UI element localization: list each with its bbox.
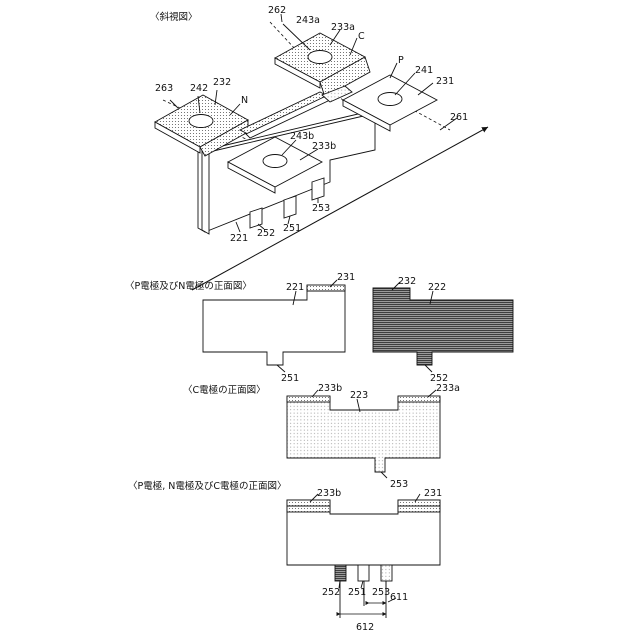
label-c: C xyxy=(358,31,365,42)
label-222-front: 222 xyxy=(428,282,446,293)
label-262: 262 xyxy=(268,5,286,16)
label-233b: 233b xyxy=(312,141,336,152)
label-233a-c: 233a xyxy=(436,383,460,394)
label-232-front: 232 xyxy=(398,276,416,287)
oblique-view: 〈斜視図〉 xyxy=(150,5,488,290)
pn-front-title: 〈P電極及びN電極の正面図〉 xyxy=(125,280,252,292)
label-611: 611 xyxy=(390,592,408,603)
label-263: 263 xyxy=(155,83,173,94)
label-612: 612 xyxy=(356,622,374,633)
oblique-title: 〈斜視図〉 xyxy=(150,11,198,23)
terminal-251-front xyxy=(358,565,369,581)
hole-241 xyxy=(378,93,402,106)
c-front-view: 〈C電極の正面図〉 233b 223 233a 253 xyxy=(183,383,460,490)
label-253-all: 253 xyxy=(372,587,390,598)
label-223: 223 xyxy=(350,390,368,401)
label-241: 241 xyxy=(415,65,433,76)
terminal-252 xyxy=(250,208,262,228)
c-electrode-body-223 xyxy=(287,397,440,472)
label-243a: 243a xyxy=(296,15,320,26)
label-231: 231 xyxy=(436,76,454,87)
pn-front-view: 〈P電極及びN電極の正面図〉 221 231 251 232 222 252 xyxy=(125,272,513,384)
p-electrode-top-231 xyxy=(307,285,345,291)
label-243b: 243b xyxy=(290,131,314,142)
hole-243b xyxy=(263,155,287,168)
label-n: N xyxy=(241,95,248,106)
terminal-251 xyxy=(284,196,296,218)
label-242: 242 xyxy=(190,83,208,94)
label-221-front: 221 xyxy=(286,282,304,293)
label-251-front: 251 xyxy=(281,373,299,384)
label-253-c: 253 xyxy=(390,479,408,490)
hole-243a xyxy=(308,51,332,64)
terminal-253 xyxy=(312,178,324,200)
label-221: 221 xyxy=(230,233,248,244)
label-231-front: 231 xyxy=(337,272,355,283)
label-231-all: 231 xyxy=(424,488,442,499)
label-p: P xyxy=(398,55,404,66)
label-251-all: 251 xyxy=(348,587,366,598)
label-251: 251 xyxy=(283,223,301,234)
label-261: 261 xyxy=(450,112,468,123)
c-electrode-top-233b xyxy=(287,396,330,402)
p-electrode-body-221 xyxy=(203,286,345,365)
label-232: 232 xyxy=(213,77,231,88)
label-233a: 233a xyxy=(331,22,355,33)
label-252-all: 252 xyxy=(322,587,340,598)
all-front-title: 〈P電極, N電極及びC電極の正面図〉 xyxy=(128,480,287,492)
label-233b-all: 233b xyxy=(317,488,341,499)
c-electrode-top-233a xyxy=(398,396,440,402)
combined-front-view: 〈P電極, N電極及びC電極の正面図〉 233b 231 252 251 253 xyxy=(128,480,442,633)
terminal-252-front xyxy=(335,565,346,581)
n-electrode-body-222 xyxy=(373,288,513,365)
hole-242 xyxy=(189,115,213,128)
c-front-title: 〈C電極の正面図〉 xyxy=(183,384,266,396)
label-252: 252 xyxy=(257,228,275,239)
label-253: 253 xyxy=(312,203,330,214)
label-233b-c: 233b xyxy=(318,383,342,394)
terminal-253-front xyxy=(381,565,392,581)
